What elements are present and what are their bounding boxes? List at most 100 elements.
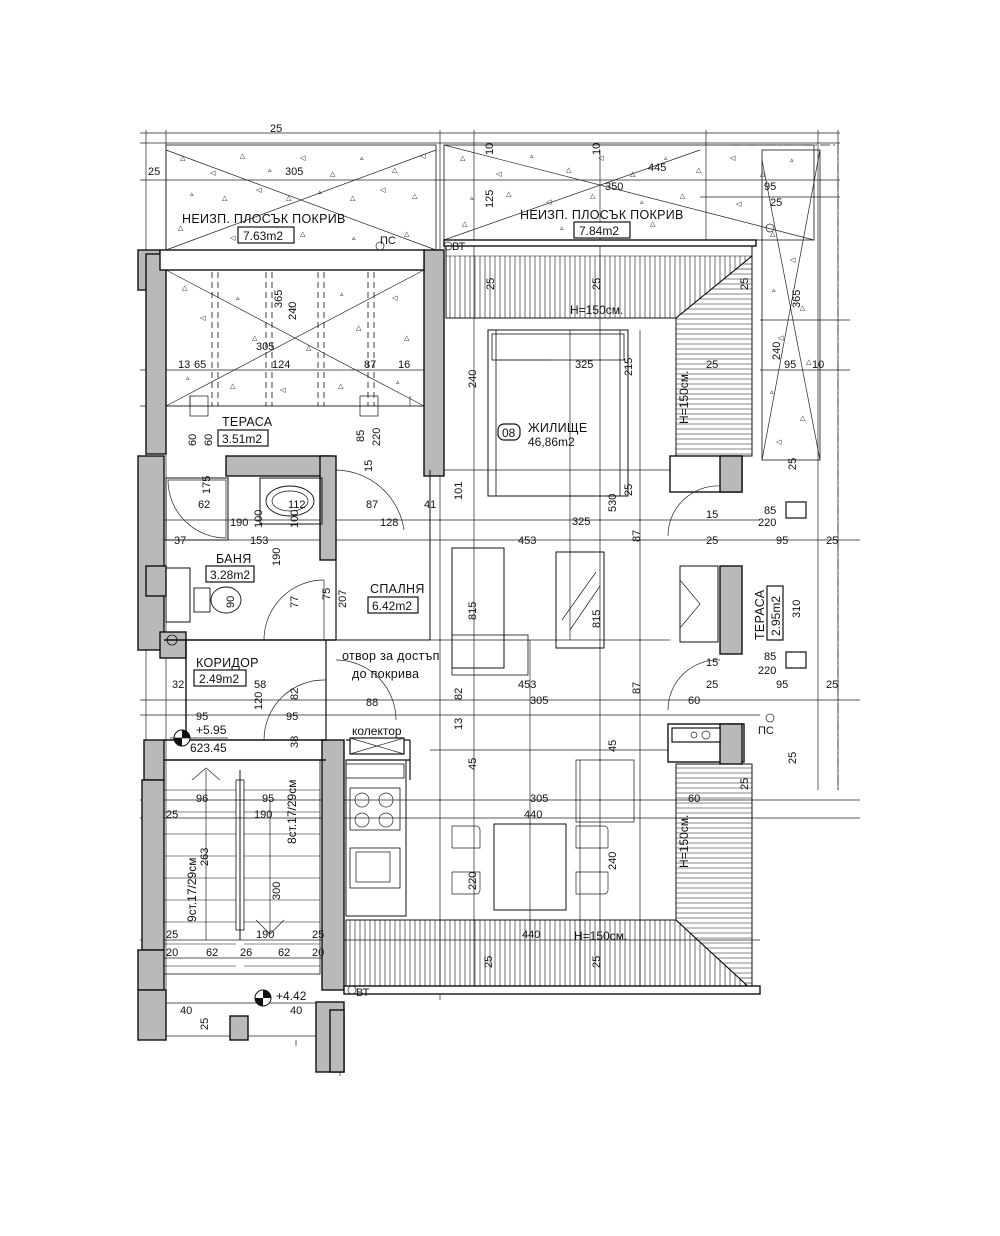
- svg-text:◁: ◁: [496, 171, 502, 178]
- stair-note-right: 8ст.17/29см: [285, 780, 299, 844]
- dimension-value: 25: [485, 278, 497, 290]
- dimension-value: 440: [522, 929, 540, 941]
- terrace-right-area: 2.95m2: [769, 596, 783, 636]
- dimension-value: 815: [467, 602, 479, 620]
- svg-text:△: △: [222, 195, 228, 202]
- dimension-numbers-vertical: 125 10 10 240 365 365 240 240 87 530 101…: [187, 143, 803, 1030]
- kitchen: [345, 759, 635, 917]
- dimension-value: 101: [453, 482, 465, 500]
- dimension-value: 85: [355, 430, 367, 442]
- level-upper: +5.95: [196, 723, 227, 737]
- unit-number-box: [497, 423, 521, 441]
- dimension-value: 25: [270, 123, 282, 135]
- dimension-value: 40: [290, 1005, 302, 1017]
- svg-text:△: △: [590, 193, 596, 200]
- level-marker-upper: [170, 729, 228, 747]
- dimension-value: 38: [289, 736, 301, 748]
- dimension-value: 60: [187, 434, 199, 446]
- svg-text:△: △: [770, 231, 776, 238]
- svg-text:△: △: [680, 193, 686, 200]
- dimension-value: 240: [607, 852, 619, 870]
- unit-number: 08: [502, 426, 516, 440]
- svg-text:△: △: [800, 415, 806, 422]
- dimension-value: 440: [524, 809, 542, 821]
- dimension-value: 25: [148, 166, 160, 178]
- roof-right-area-box: [573, 221, 631, 239]
- dimension-value: 153: [250, 535, 268, 547]
- corridor-name: КОРИДОР: [196, 656, 259, 670]
- svg-text:▵: ▵: [770, 389, 774, 396]
- dimension-value: 15: [706, 509, 718, 521]
- svg-text:◁: ◁: [210, 170, 216, 177]
- dimension-value: 325: [575, 359, 593, 371]
- svg-text:△: △: [392, 167, 398, 174]
- dimension-value: 85: [764, 505, 776, 517]
- dimension-value: 220: [758, 517, 776, 529]
- dimension-value: 100: [289, 510, 301, 528]
- dimension-numbers: 25 25 305 445 350 95 25 13 65 124 87 16 …: [148, 123, 838, 1017]
- dimension-value: 25: [623, 484, 635, 496]
- svg-text:▵: ▵: [268, 167, 272, 174]
- bath-name: БАНЯ: [216, 552, 252, 566]
- level-upper-abs: 623.45: [190, 741, 227, 755]
- svg-text:◁: ◁: [200, 315, 206, 322]
- dimension-value: 25: [770, 197, 782, 209]
- notes: отвор за достъп до покрива колектор H=15…: [185, 235, 774, 999]
- hatched-edge-right-upper: [675, 254, 753, 457]
- bedroom-area: 6.42m2: [372, 599, 412, 613]
- dimension-value: 220: [371, 428, 383, 446]
- bathroom-fixtures: [165, 477, 323, 646]
- opening-note-line1: отвор за достъп: [342, 649, 440, 663]
- dimension-value: 10: [484, 143, 496, 155]
- svg-text:◁: ◁: [790, 257, 796, 264]
- dimension-value: 190: [254, 809, 272, 821]
- dimension-value: 95: [776, 679, 788, 691]
- dimension-value: 82: [289, 688, 301, 700]
- dimension-value: 77: [289, 596, 301, 608]
- dimension-value: 32: [172, 679, 184, 691]
- speckle-pattern: △◁△▵ ◁△▵△ ◁▵△◁ △▵△◁ △△◁△ ▵△△◁ ▵△◁△ ▵△◁△ …: [178, 153, 812, 446]
- svg-text:▵: ▵: [236, 295, 240, 302]
- dimension-value: 95: [196, 711, 208, 723]
- svg-text:▵: ▵: [190, 191, 194, 198]
- dimension-value: 95: [286, 711, 298, 723]
- dimension-value: 190: [256, 929, 274, 941]
- terrace-left-area-box: [217, 429, 269, 447]
- living-name: ЖИЛИЩЕ: [528, 421, 588, 435]
- dimension-value: 90: [225, 596, 237, 608]
- svg-text:△: △: [760, 171, 766, 178]
- svg-text:△: △: [806, 359, 812, 366]
- dimension-value: 445: [648, 162, 666, 174]
- dimension-value: 87: [366, 499, 378, 511]
- dimension-value: 215: [623, 358, 635, 376]
- svg-text:◁: ◁: [380, 187, 386, 194]
- dimension-value: 87: [364, 359, 376, 371]
- dimension-value: 88: [366, 697, 378, 709]
- dimension-value: 240: [467, 370, 479, 388]
- dimension-value: 112: [288, 499, 306, 511]
- dimension-value: 25: [706, 679, 718, 691]
- svg-text:△: △: [696, 167, 702, 174]
- room-labels: НЕИЗП. ПЛОСЪК ПОКРИВ 7.63m2 НЕИЗП. ПЛОСЪ…: [182, 208, 784, 687]
- svg-text:▵: ▵: [664, 155, 668, 162]
- dimension-value: 25: [826, 535, 838, 547]
- dimension-value: 25: [706, 535, 718, 547]
- dimension-value: 263: [199, 848, 211, 866]
- dimension-value: 25: [591, 278, 603, 290]
- level-marker-lower: [254, 989, 272, 1007]
- height-note-vertical-upper: H=150см.: [677, 371, 691, 424]
- dimension-value: 220: [758, 665, 776, 677]
- dimension-value: 85: [764, 651, 776, 663]
- svg-text:△: △: [300, 231, 306, 238]
- dimension-value: 305: [530, 793, 548, 805]
- terrace-left-name: ТЕРАСА: [222, 415, 273, 429]
- dimension-value: 350: [605, 181, 623, 193]
- svg-text:△: △: [462, 221, 468, 228]
- dimension-value: 25: [199, 1018, 211, 1030]
- svg-text:◁: ◁: [546, 199, 552, 206]
- bedroom-area-box: [367, 596, 419, 614]
- dimension-value: 25: [166, 929, 178, 941]
- svg-text:▵: ▵: [360, 155, 364, 162]
- dimension-value: 26: [240, 947, 252, 959]
